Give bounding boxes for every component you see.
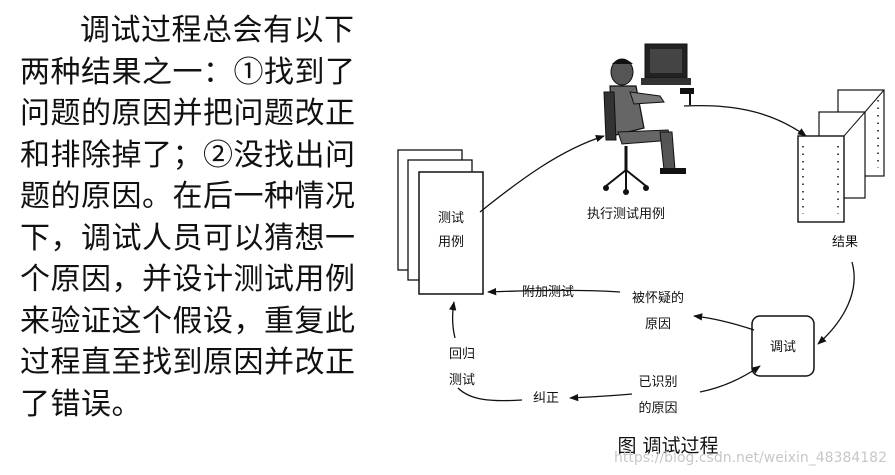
arrow-to-test-cases [487, 288, 621, 296]
test-cases-label: 测试 [438, 211, 464, 226]
description-paragraph: 调试过程总会有以下 两种结果之一：①找到了 问题的原因并把问题改正 和排除掉了；… [20, 10, 376, 425]
additional-tests-label: 附加测试 [522, 285, 574, 300]
regression-test-label: 测试 [449, 373, 475, 388]
paragraph-line: 来验证这个假设，重复此 [20, 303, 356, 339]
suspected-cause-label: 原因 [645, 317, 671, 332]
identified-cause-label: 的原因 [638, 400, 677, 416]
arrow-from-debugging-to-identified [699, 365, 761, 393]
arrow-correction-to-regression [457, 387, 523, 402]
arrow-to-correction [569, 393, 633, 402]
paragraph-line: 个原因，并设计测试用例 [20, 262, 356, 297]
arrow-regression-to-test-cases [449, 301, 457, 339]
identified-cause-label: 已识别 [638, 375, 677, 390]
suspected-cause-label: 被怀疑的 [632, 290, 684, 306]
test-cases-stack-icon [397, 149, 484, 295]
person-at-computer-icon [603, 43, 694, 195]
paragraph-line: 过程直至找到原因并改正 [20, 345, 356, 380]
paragraph-line: 调试过程总会有以下 [80, 13, 355, 48]
execute-test-cases-label: 执行测试用例 [587, 207, 665, 222]
paragraph-line: 问题的原因并把问题改正 [20, 96, 356, 131]
paragraph-line: 下，调试人员可以猜想一 [20, 220, 356, 256]
test-cases-label: 用例 [438, 235, 464, 250]
arrow-to-results [683, 105, 807, 137]
arrow-to-debugging [817, 261, 855, 345]
results-label: 结果 [832, 235, 858, 250]
watermark-url: https://blog.csdn.net/weixin_48384182 [614, 450, 887, 466]
paragraph-line: 题的原因。在后一种情况 [20, 179, 356, 214]
arrow-to-suspected-cause [693, 313, 755, 331]
debugging-box [751, 315, 815, 377]
arrow-to-execute [479, 135, 605, 213]
figure-caption: 图 调试过程 [617, 435, 718, 457]
paragraph-line: 和排除掉了；②没找出问 [20, 137, 356, 173]
paragraph-line: 两种结果之一：①找到了 [20, 54, 356, 90]
debugging-label: 调试 [770, 340, 796, 355]
correction-label: 纠正 [533, 391, 559, 406]
paragraph-line: 了错误。 [20, 386, 142, 422]
results-printout-icon [797, 89, 885, 223]
regression-test-label: 回归 [449, 347, 475, 362]
